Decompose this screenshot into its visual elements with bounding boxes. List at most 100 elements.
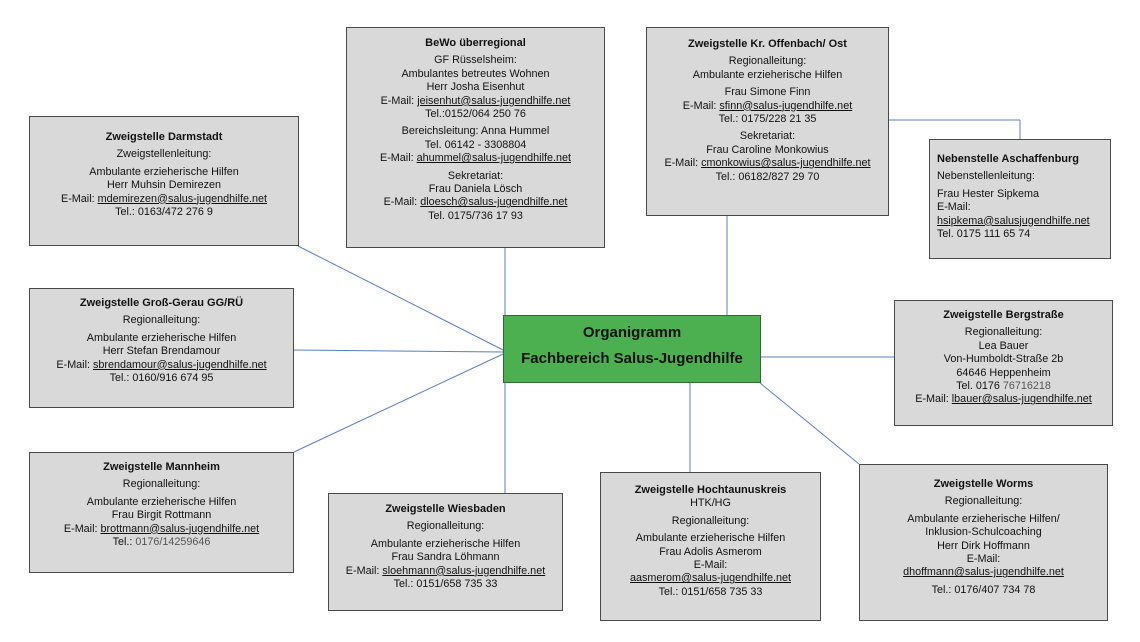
role-label: Regionalleitung: (728, 55, 807, 68)
department-detail: Inklusion-Schulcoaching (925, 526, 1042, 539)
role-label: Regionalleitung: (122, 478, 201, 491)
box-worms: Zweigstelle Worms Regionalleitung: Ambul… (859, 464, 1108, 621)
box-title: Zweigstelle Worms (933, 478, 1034, 490)
person-name: Herr Josha Eisenhut (426, 81, 525, 94)
phone: Tel.: 0151/658 735 33 (393, 578, 498, 591)
center-title: Organigramm (582, 324, 682, 341)
department: Ambulante erzieherische Hilfen (635, 532, 786, 545)
department: Ambulante erzieherische Hilfen (86, 495, 237, 508)
email-link[interactable]: mdemirezen@salus-jugendhilfe.net (97, 192, 267, 205)
box-wiesbaden: Zweigstelle Wiesbaden Regionalleitung: A… (328, 493, 563, 611)
department: Ambulante erzieherische Hilfen/ (907, 512, 1060, 525)
person-name: Lea Bauer (978, 339, 1029, 352)
email-link[interactable]: lbauer@salus-jugendhilfe.net (951, 393, 1092, 406)
phone-row: Tel. 0176 76716218 (899, 380, 1108, 393)
box-title: Zweigstelle Wiesbaden (385, 503, 506, 515)
connector-mannheim (293, 353, 504, 453)
role-label: Regionalleitung: (964, 326, 1043, 339)
secretariat-person: Frau Daniela Lösch (428, 183, 523, 196)
email-link[interactable]: sloehmann@salus-jugendhilfe.net (382, 564, 546, 577)
email-row: E-Mail: mdemirezen@salus-jugendhilfe.net (34, 193, 294, 206)
email-row: E-Mail: sloehmann@salus-jugendhilfe.net (333, 565, 558, 578)
phone: Tel. 0175 111 65 74 (937, 228, 1031, 241)
org-chart-center-box: Organigramm Fachbereich Salus-Jugendhilf… (503, 315, 761, 383)
secretariat-phone: Tel.: 06182/827 29 70 (715, 170, 820, 183)
email-label: E-Mail: (61, 192, 95, 205)
secretariat-label: Sekretariat: (447, 169, 504, 182)
person-name: Frau Birgit Rottmann (111, 509, 212, 522)
email-row: E-Mail: sbrendamour@salus-jugendhilfe.ne… (34, 359, 289, 372)
email-label: E-Mail: (966, 553, 1001, 566)
phone-row: Tel.: 0176/14259646 (34, 536, 289, 549)
street-address: Von-Humboldt-Straße 2b (943, 353, 1064, 366)
connector-grossgerau (293, 349, 504, 353)
role-label: Regionalleitung: (944, 495, 1023, 508)
box-title: Nebenstelle Aschaffenburg (937, 153, 1080, 165)
email-label: E-Mail: (693, 559, 728, 572)
box-darmstadt: Zweigstelle Darmstadt Zweigstellenleitun… (29, 116, 299, 246)
email-row: E-Mail: brottmann@salus-jugendhilfe.net (34, 523, 289, 536)
phone: Tel.: 0176/407 734 78 (931, 583, 1036, 596)
phone-label: Tel. 0176 (956, 380, 1000, 393)
division-lead: Bereichsleitung: Anna Hummel (401, 125, 550, 138)
email-row: E-Mail: cmonkowius@salus-jugendhilfe.net (651, 157, 884, 170)
email-label: E-Mail: (345, 564, 380, 577)
role-label: Regionalleitung: (406, 520, 485, 533)
box-bewo: BeWo überregional GF Rüsselsheim: Ambula… (346, 27, 605, 248)
connector-worms (759, 382, 860, 465)
email-link[interactable]: sbrendamour@salus-jugendhilfe.net (92, 358, 267, 371)
center-subtitle: Fachbereich Salus-Jugendhilfe (521, 350, 743, 367)
email-label: E-Mail: (937, 201, 971, 214)
email-link[interactable]: ahummel@salus-jugendhilfe.net (416, 152, 571, 165)
department: Ambulantes betreutes Wohnen (401, 67, 550, 80)
phone: Tel.: 0163/472 276 9 (115, 206, 213, 219)
email-link[interactable]: hsipkema@salusjugendhilfe.net (937, 214, 1090, 227)
person-name: Frau Adolis Asmerom (659, 545, 762, 558)
department: Ambulante erzieherische Hilfen (370, 537, 521, 550)
person-name: Frau Hester Sipkema (937, 187, 1040, 200)
box-title: Zweigstelle Mannheim (103, 461, 220, 473)
box-title: Zweigstelle Groß-Gerau GG/RÜ (79, 297, 244, 309)
box-subtitle: HTK/HG (690, 497, 731, 510)
person-name: Frau Sandra Löhmann (391, 551, 500, 564)
phone-number: 76716218 (999, 380, 1051, 393)
box-hochtaunus: Zweigstelle Hochtaunuskreis HTK/HG Regio… (600, 472, 821, 621)
email-label: E-Mail: (682, 99, 717, 112)
box-title: Zweigstelle Bergstraße (943, 309, 1064, 321)
phone: Tel.: 0175/228 21 35 (718, 113, 817, 126)
box-aschaffenburg: Nebenstelle Aschaffenburg Nebenstellenle… (929, 139, 1111, 259)
secretariat-phone: Tel. 0175/736 17 93 (428, 209, 523, 222)
role-label: Regionalleitung: (671, 514, 750, 527)
email-row: E-Mail: dloesch@salus-jugendhilfe.net (351, 196, 600, 209)
box-mannheim: Zweigstelle Mannheim Regionalleitung: Am… (29, 452, 294, 573)
person-name: Frau Simone Finn (724, 86, 811, 99)
department: Ambulante erzieherische Hilfen (89, 165, 239, 178)
email-link[interactable]: cmonkowius@salus-jugendhilfe.net (701, 157, 871, 170)
email-row: E-Mail: sfinn@salus-jugendhilfe.net (651, 100, 884, 113)
email-label: E-Mail: (380, 94, 415, 107)
email-link[interactable]: sfinn@salus-jugendhilfe.net (719, 99, 853, 112)
email-link[interactable]: brottmann@salus-jugendhilfe.net (100, 522, 260, 535)
role-label: Nebenstellenleitung: (937, 170, 1035, 183)
box-title: Zweigstelle Darmstadt (105, 131, 223, 143)
secretariat-label: Sekretariat: (739, 130, 796, 143)
email-link[interactable]: jeisenhut@salus-jugendhilfe.net (417, 94, 571, 107)
person-name: Herr Dirk Hoffmann (937, 539, 1030, 552)
role-label: Zweigstellenleitung: (116, 148, 212, 161)
box-title: BeWo überregional (425, 37, 526, 49)
person-name: Herr Stefan Brendamour (102, 345, 221, 358)
box-bergstrasse: Zweigstelle Bergstraße Regionalleitung: … (894, 300, 1113, 426)
department: Ambulante erzieherische Hilfen (86, 331, 237, 344)
email-link[interactable]: dhoffmann@salus-jugendhilfe.net (903, 566, 1064, 579)
role-label: Regionalleitung: (122, 314, 201, 327)
division-lead-phone: Tel. 06142 - 3308804 (424, 138, 527, 151)
email-link[interactable]: aasmerom@salus-jugendhilfe.net (630, 572, 791, 585)
email-label: E-Mail: (383, 196, 418, 209)
secretariat-person: Frau Caroline Monkowius (706, 143, 829, 156)
city-address: 64646 Heppenheim (956, 366, 1051, 379)
person-name: Herr Muhsin Demirezen (107, 179, 221, 192)
email-label: E-Mail: (664, 157, 699, 170)
email-link[interactable]: dloesch@salus-jugendhilfe.net (420, 196, 568, 209)
email-label: E-Mail: (56, 358, 90, 371)
